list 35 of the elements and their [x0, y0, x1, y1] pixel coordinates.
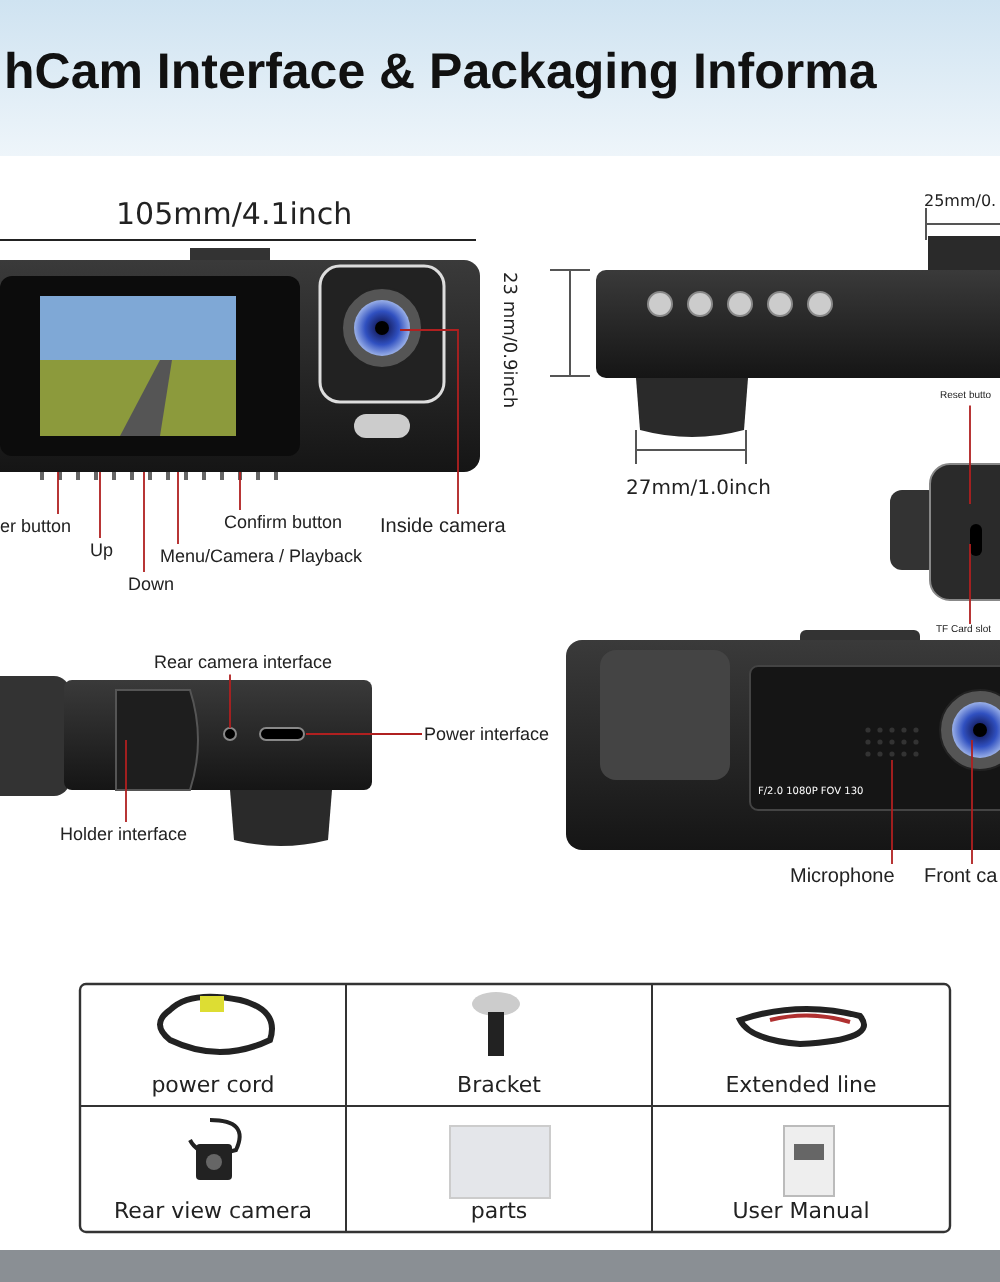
leader-line	[99, 471, 101, 539]
leader-line	[969, 404, 971, 505]
callout-label: Inside camera	[380, 516, 506, 539]
callout-label: Front ca	[924, 866, 998, 889]
leader-line	[57, 471, 59, 515]
callout-label: Down	[128, 574, 175, 595]
leader-line	[399, 329, 459, 515]
leader-line	[177, 471, 179, 545]
dimension-label: 27mm/1.0inch	[626, 478, 771, 500]
item-caption: parts	[468, 1198, 530, 1224]
leader-line	[125, 739, 127, 823]
item-caption: Rear view camera	[111, 1198, 315, 1224]
leader-line	[143, 471, 145, 573]
callout-label: Microphone	[790, 866, 895, 889]
leader-line	[239, 471, 241, 511]
item-caption: User Manual	[730, 1198, 872, 1224]
page-title: hCam Interface & Packaging Informa	[4, 44, 877, 102]
callout-label: Power interface	[424, 724, 550, 745]
callout-label: Rear camera interface	[154, 652, 333, 673]
item-caption: Bracket	[455, 1072, 543, 1098]
callout-label: Confirm button	[224, 512, 343, 533]
item-caption: Extended line	[723, 1072, 879, 1098]
leader-line	[891, 759, 893, 865]
leader-line	[971, 739, 973, 865]
callout-label: er button	[0, 516, 72, 537]
item-caption: power cord	[149, 1072, 277, 1098]
leader-line	[229, 673, 231, 729]
dimension-label: 25mm/0.	[924, 192, 997, 210]
callout-label: Up	[90, 540, 114, 561]
callout-label: Menu/Camera / Playback	[160, 546, 363, 567]
callout-label: Holder interface	[60, 824, 188, 845]
leader-line	[305, 733, 423, 735]
leader-line	[969, 543, 971, 625]
dimension-label: 105mm/4.1inch	[116, 196, 353, 232]
dimension-label: 23 mm/0.9inch	[498, 272, 518, 409]
